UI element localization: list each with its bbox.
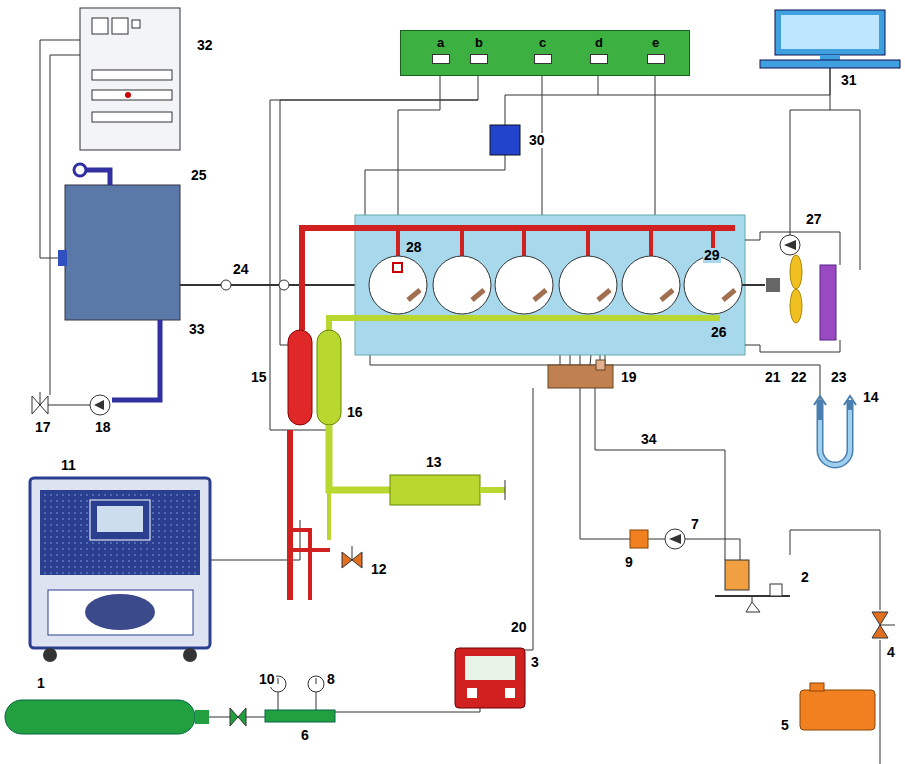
callout-number: 22 bbox=[790, 370, 808, 385]
channel-port bbox=[534, 54, 552, 64]
channel-letter: c bbox=[539, 36, 546, 50]
callout-number: 8 bbox=[326, 672, 336, 687]
callout-number: 7 bbox=[690, 517, 700, 532]
callout-number: 12 bbox=[370, 562, 388, 577]
callout-number: 24 bbox=[232, 262, 250, 277]
callout-number: 33 bbox=[188, 322, 206, 337]
callout-number: 4 bbox=[886, 645, 896, 660]
callout-number: 20 bbox=[510, 620, 528, 635]
callout-number: 13 bbox=[425, 455, 443, 470]
channel-port bbox=[590, 54, 608, 64]
data-acquisition-bar: a b c d e bbox=[400, 30, 690, 76]
callout-number: 34 bbox=[640, 432, 658, 447]
channel-letter: b bbox=[475, 36, 483, 50]
callout-number: 11 bbox=[60, 458, 77, 473]
callout-number: 21 bbox=[764, 370, 782, 385]
channel-port bbox=[647, 54, 665, 64]
callout-number: 25 bbox=[190, 168, 208, 183]
callout-number: 15 bbox=[250, 370, 268, 385]
callout-number: 28 bbox=[405, 240, 423, 255]
callout-number: 9 bbox=[624, 555, 634, 570]
callout-number: 10 bbox=[258, 672, 276, 687]
callout-number: 31 bbox=[840, 73, 858, 88]
callout-number: 30 bbox=[528, 133, 546, 148]
callout-number: 23 bbox=[830, 370, 848, 385]
callout-number: 17 bbox=[34, 420, 52, 435]
channel-letter: e bbox=[652, 36, 659, 50]
channel-port bbox=[432, 54, 450, 64]
callout-number: 1 bbox=[36, 676, 46, 691]
callout-number: 18 bbox=[94, 420, 112, 435]
callout-number: 29 bbox=[703, 248, 721, 263]
callout-number: 32 bbox=[196, 38, 214, 53]
callout-number: 26 bbox=[710, 325, 728, 340]
callout-number: 6 bbox=[300, 728, 310, 743]
callout-number: 3 bbox=[530, 655, 540, 670]
callout-number: 16 bbox=[346, 405, 364, 420]
channel-letter: a bbox=[437, 36, 444, 50]
callout-number: 5 bbox=[780, 718, 790, 733]
callout-number: 27 bbox=[805, 212, 823, 227]
callout-number: 19 bbox=[620, 370, 638, 385]
callout-number: 2 bbox=[800, 570, 810, 585]
channel-port bbox=[470, 54, 488, 64]
channel-letter: d bbox=[595, 36, 603, 50]
callout-number: 14 bbox=[862, 390, 880, 405]
